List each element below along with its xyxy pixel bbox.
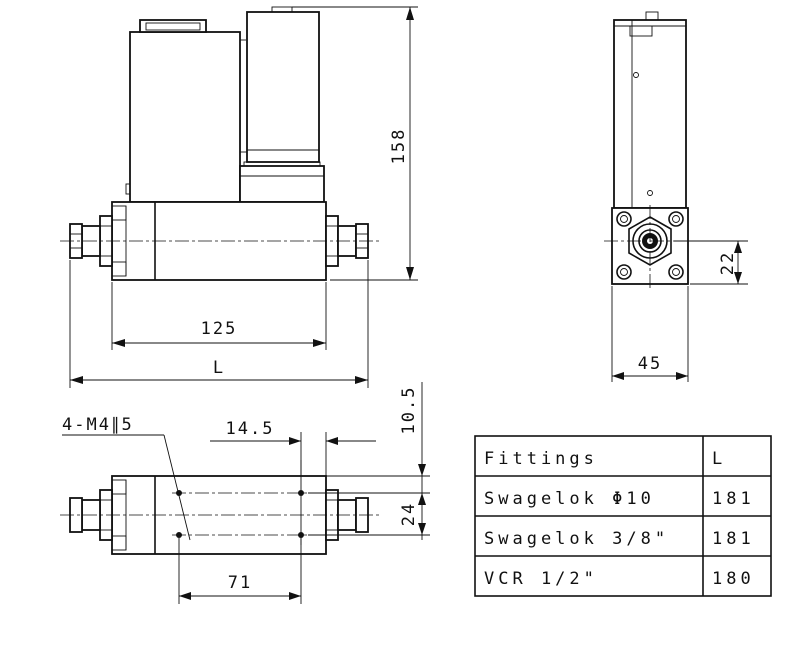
dim-45-label: 45 [638,354,662,374]
dim-71-label: 71 [228,573,252,593]
side-housing [613,19,687,209]
table-row-2-fitting: Swagelok 3/8" [484,529,669,549]
dim-14-5-label: 14.5 [226,419,275,439]
table-row-2-length: 181 [712,529,755,549]
dim-24-label: 24 [399,502,419,526]
dim-22-label: 22 [718,251,738,275]
table-row-1-fitting: Swagelok Φ10 [484,489,655,509]
front-view: 158 125 L [60,6,418,388]
fittings-table: Fittings L Swagelok Φ10 181 Swagelok 3/8… [474,435,772,597]
dim-10-5-label: 10.5 [399,386,419,435]
bottom-view: 4-M4∥5 14.5 10.5 24 71 [60,382,430,604]
valve-base [239,165,325,203]
side-view: 22 45 [604,11,748,382]
dim-158-label: 158 [389,128,409,165]
table-header-fittings: Fittings [484,449,598,469]
side-screws [616,211,684,280]
thread-note-label: 4-M4∥5 [62,415,134,435]
table-header-length: L [712,449,726,469]
valve-coil [246,11,320,163]
table-row-1-length: 181 [712,489,755,509]
table-row-3-length: 180 [712,569,755,589]
dim-L-label: L [213,358,225,378]
electronics-housing [129,31,241,203]
dim-125-label: 125 [201,319,238,339]
table-row-3-fitting: VCR 1/2" [484,569,598,589]
